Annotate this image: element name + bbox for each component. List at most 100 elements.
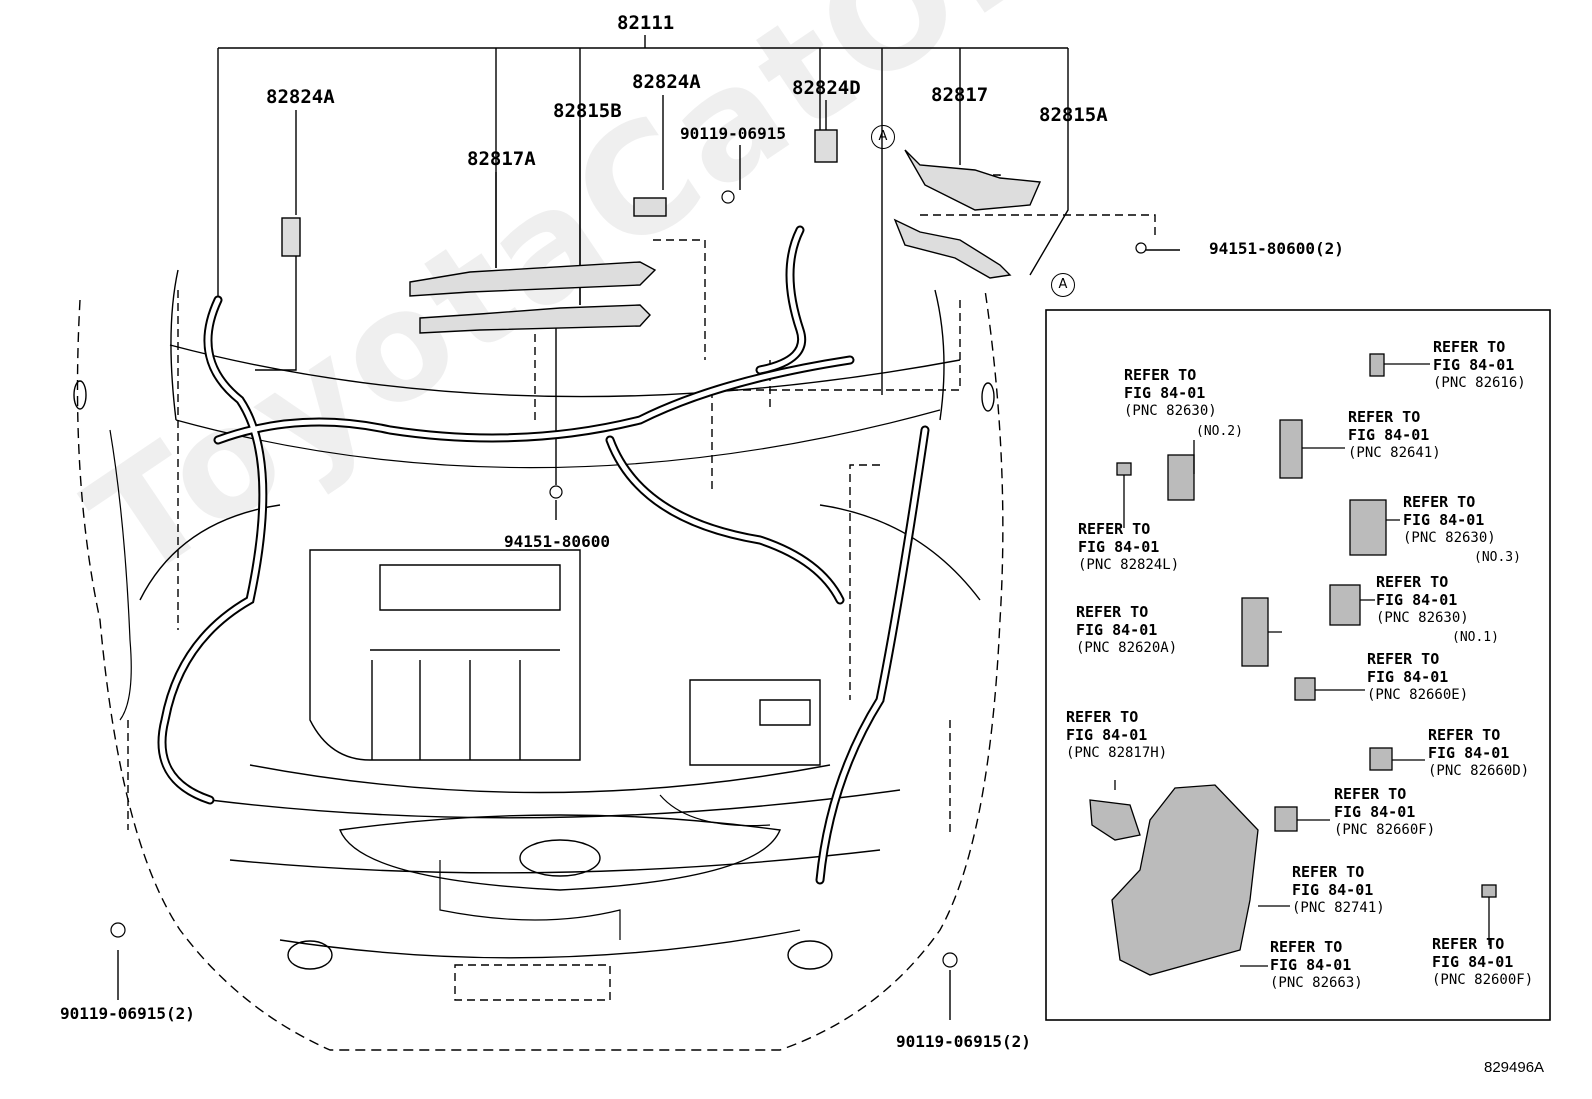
ref-line3: (PNC 82660F) xyxy=(1334,822,1436,838)
ref-line3: (PNC 82741) xyxy=(1292,900,1385,916)
ref-line1: REFER TO xyxy=(1124,366,1197,384)
emblem xyxy=(519,839,601,877)
mirror-left xyxy=(73,380,87,410)
leader-90119-bottom xyxy=(117,950,951,1020)
label-82817: 82817 xyxy=(931,84,989,106)
ref-82660E[interactable]: REFER TO FIG 84-01 (PNC 82660E) xyxy=(1367,650,1468,704)
label-82111: 82111 xyxy=(617,12,675,34)
clip-94151-2 xyxy=(1135,242,1147,254)
ref-line2: FIG 84-01 xyxy=(1367,668,1449,686)
ref-82660D[interactable]: REFER TO FIG 84-01 (PNC 82660D) xyxy=(1428,726,1529,780)
hood-outline xyxy=(170,269,945,421)
ref-line3: (PNC 82616) xyxy=(1433,375,1526,391)
ref-line2: FIG 84-01 xyxy=(1124,384,1206,402)
ref-line2: FIG 84-01 xyxy=(1066,726,1148,744)
bolt-90119-right xyxy=(942,952,958,968)
ref-note-no3: (NO.3) xyxy=(1474,550,1521,565)
ref-line3: (PNC 82600F) xyxy=(1432,972,1534,988)
label-82824A-mid: 82824A xyxy=(632,71,701,93)
part-82630-no3 xyxy=(1349,499,1387,556)
ref-line2: FIG 84-01 xyxy=(1078,538,1160,556)
part-82630-no1 xyxy=(1329,584,1361,626)
ref-82616[interactable]: REFER TO FIG 84-01 (PNC 82616) xyxy=(1433,338,1526,392)
ref-line1: REFER TO xyxy=(1367,650,1440,668)
ref-line3: (PNC 82660D) xyxy=(1428,763,1530,779)
ref-line1: REFER TO xyxy=(1270,938,1343,956)
part-82641 xyxy=(1279,419,1303,479)
ref-82741[interactable]: REFER TO FIG 84-01 (PNC 82741) xyxy=(1292,863,1385,917)
marker-a-right: A xyxy=(1051,273,1075,297)
plate-area xyxy=(454,964,611,1001)
leader-82824A-left xyxy=(255,110,297,371)
clip-94151 xyxy=(549,485,563,499)
protector-82815B xyxy=(419,304,651,334)
ref-82660F[interactable]: REFER TO FIG 84-01 (PNC 82660F) xyxy=(1334,785,1435,839)
bumper xyxy=(209,789,901,959)
windshield-line xyxy=(169,344,961,398)
label-90119-06915: 90119-06915 xyxy=(680,124,786,143)
part-82741-relay-box xyxy=(1111,784,1259,976)
clamp-82824D xyxy=(814,129,838,163)
ref-line2: FIG 84-01 xyxy=(1376,591,1458,609)
ref-line3: (PNC 82817H) xyxy=(1066,745,1168,761)
ref-line2: FIG 84-01 xyxy=(1348,426,1430,444)
part-82660F xyxy=(1274,806,1298,832)
fog-lamp-left xyxy=(287,940,333,970)
ref-82630-no1[interactable]: REFER TO FIG 84-01 (PNC 82630) xyxy=(1376,573,1469,627)
ref-line3: (PNC 82630) xyxy=(1403,530,1496,546)
ref-line1: REFER TO xyxy=(1076,603,1149,621)
ref-82817H[interactable]: REFER TO FIG 84-01 (PNC 82817H) xyxy=(1066,708,1167,762)
radiator xyxy=(249,764,831,794)
part-82616 xyxy=(1369,353,1385,377)
battery xyxy=(689,679,821,766)
dashed-leader-82817 xyxy=(920,214,1156,240)
diagram-id: 829496A xyxy=(1484,1059,1545,1076)
part-82660D xyxy=(1369,747,1393,771)
label-90119-06915-2-right: 90119-06915(2) xyxy=(896,1032,1031,1051)
ref-line1: REFER TO xyxy=(1066,708,1139,726)
ref-line3: (PNC 82641) xyxy=(1348,445,1441,461)
ref-82630-no3[interactable]: REFER TO FIG 84-01 (PNC 82630) xyxy=(1403,493,1496,547)
bolt-90119-left xyxy=(110,922,126,938)
part-82824L xyxy=(1116,462,1132,476)
ref-line3: (PNC 82824L) xyxy=(1078,557,1180,573)
ref-note-no1: (NO.1) xyxy=(1452,630,1499,645)
ref-line3: (PNC 82620A) xyxy=(1076,640,1178,656)
ref-82600F[interactable]: REFER TO FIG 84-01 (PNC 82600F) xyxy=(1432,935,1533,989)
protector-82817A xyxy=(409,261,657,297)
label-90119-06915-2-left: 90119-06915(2) xyxy=(60,1004,195,1023)
ref-line2: FIG 84-01 xyxy=(1076,621,1158,639)
ref-line1: REFER TO xyxy=(1348,408,1421,426)
ref-line3: (PNC 82630) xyxy=(1124,403,1217,419)
ref-line1: REFER TO xyxy=(1433,338,1506,356)
engine-outline xyxy=(309,549,581,761)
ref-line2: FIG 84-01 xyxy=(1403,511,1485,529)
marker-a-top: A xyxy=(871,125,895,149)
ref-line2: FIG 84-01 xyxy=(1428,744,1510,762)
ref-line1: REFER TO xyxy=(1292,863,1365,881)
mirror-right xyxy=(981,382,995,412)
ref-82663[interactable]: REFER TO FIG 84-01 (PNC 82663) xyxy=(1270,938,1363,992)
ref-line2: FIG 84-01 xyxy=(1292,881,1374,899)
ref-line1: REFER TO xyxy=(1432,935,1505,953)
ref-line2: FIG 84-01 xyxy=(1270,956,1352,974)
part-82817H xyxy=(1089,799,1141,841)
ref-line2: FIG 84-01 xyxy=(1334,803,1416,821)
ref-82824L[interactable]: REFER TO FIG 84-01 (PNC 82824L) xyxy=(1078,520,1179,574)
ref-line2: FIG 84-01 xyxy=(1432,953,1514,971)
ref-line3: (PNC 82660E) xyxy=(1367,687,1469,703)
label-94151-80600-2: 94151-80600(2) xyxy=(1209,239,1344,258)
label-82815A: 82815A xyxy=(1039,104,1108,126)
ref-82630-no2[interactable]: REFER TO FIG 84-01 (PNC 82630) xyxy=(1124,366,1217,420)
protector-82815A xyxy=(893,218,1012,279)
ref-82641[interactable]: REFER TO FIG 84-01 (PNC 82641) xyxy=(1348,408,1441,462)
grille xyxy=(339,814,781,891)
label-94151-80600: 94151-80600 xyxy=(504,532,610,551)
part-82630-no2 xyxy=(1167,454,1195,501)
ref-note-no2: (NO.2) xyxy=(1196,424,1243,439)
ref-line2: FIG 84-01 xyxy=(1433,356,1515,374)
ref-82620A[interactable]: REFER TO FIG 84-01 (PNC 82620A) xyxy=(1076,603,1177,657)
label-82815B: 82815B xyxy=(553,100,622,122)
ref-line1: REFER TO xyxy=(1334,785,1407,803)
protector-82817 xyxy=(904,149,1042,211)
